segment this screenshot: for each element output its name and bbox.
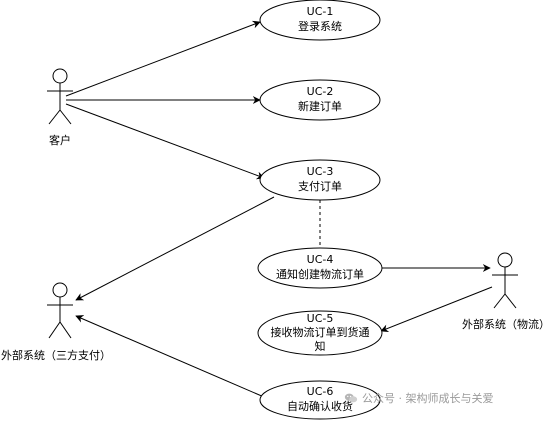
uc4-id: UC-4	[307, 253, 334, 266]
uc5-name-line2: 知	[315, 339, 326, 353]
actor-customer-label: 客户	[49, 133, 71, 147]
use-case-uc2: UC-2 新建订单	[259, 79, 381, 121]
association-uc6-payment	[75, 315, 265, 398]
uc1-name: 登录系统	[298, 19, 342, 33]
association-customer-uc3	[65, 103, 265, 180]
actor-payment-head-icon	[52, 282, 68, 298]
uc6-id: UC-6	[307, 385, 334, 398]
uc3-id: UC-3	[307, 165, 334, 178]
uc5-name-line1: 接收物流订单到货通	[271, 325, 370, 339]
uc2-name: 新建订单	[298, 99, 342, 113]
uc3-name: 支付订单	[298, 180, 342, 193]
uc4-name: 通知创建物流订单	[276, 267, 364, 281]
use-case-uc3: UC-3 支付订单	[259, 159, 381, 201]
actor-logistics-head-icon	[497, 252, 513, 268]
association-customer-uc1	[65, 20, 261, 97]
actor-payment-system-label: 外部系统（三方支付）	[1, 348, 111, 362]
actor-logistics-system	[492, 252, 518, 309]
actor-customer-head-icon	[52, 68, 68, 84]
uc5-id: UC-5	[307, 312, 334, 325]
use-case-uc6: UC-6 自动确认收货	[259, 380, 381, 420]
uc2-id: UC-2	[307, 85, 334, 98]
uc1-id: UC-1	[307, 5, 334, 18]
use-case-uc1: UC-1 登录系统	[259, 0, 381, 41]
association-uc3-payment	[75, 196, 275, 301]
use-case-uc4: UC-4 通知创建物流订单	[257, 247, 383, 289]
association-logistics-uc5	[380, 286, 493, 333]
actor-customer	[47, 68, 73, 125]
actor-logistics-system-label: 外部系统（物流）	[462, 317, 550, 331]
uc6-name: 自动确认收货	[287, 399, 353, 413]
use-case-uc5: UC-5 接收物流订单到货通 知	[257, 310, 383, 356]
actor-payment-system	[47, 282, 73, 339]
